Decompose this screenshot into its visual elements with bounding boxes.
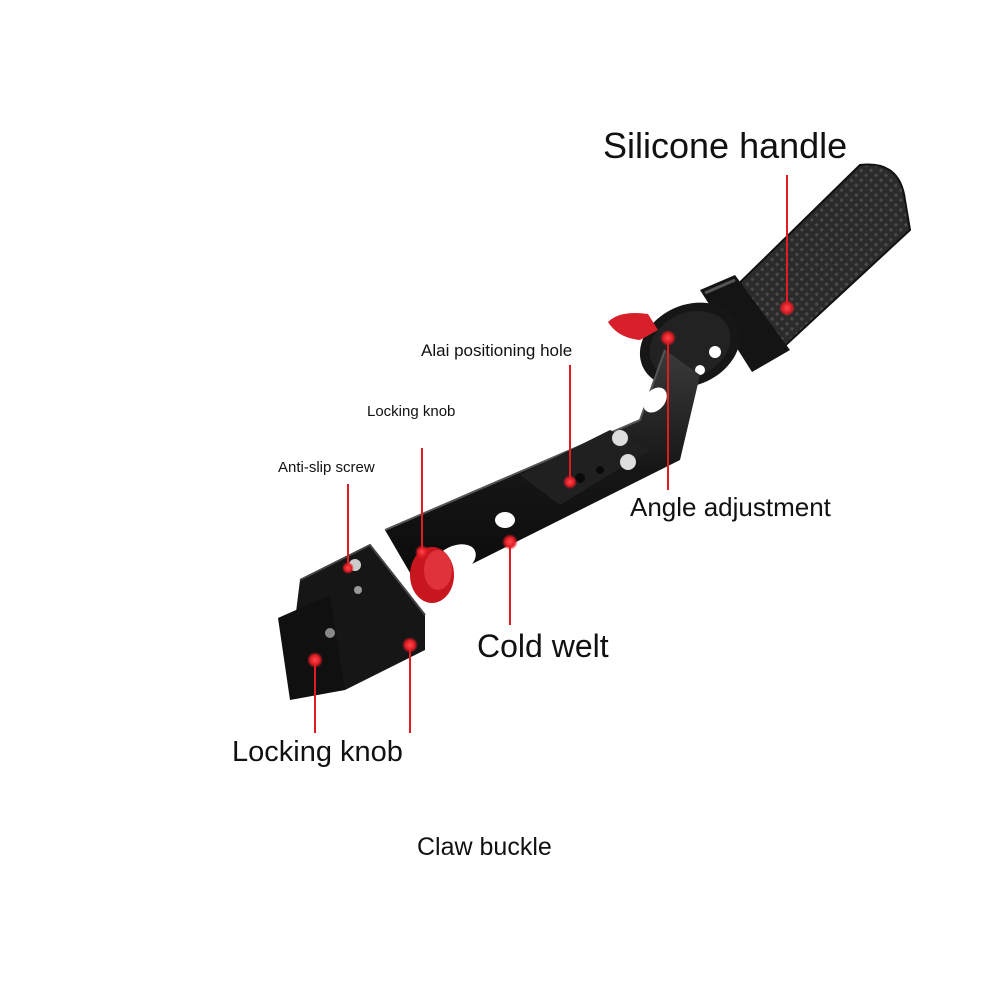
red-locking-knob — [410, 547, 454, 603]
label-silicone-handle: Silicone handle — [603, 125, 848, 166]
label-claw-buckle: Claw buckle — [417, 833, 552, 861]
main-arm — [384, 349, 700, 590]
red-lever-icon — [608, 313, 658, 340]
label-locking-knob-large: Locking knob — [232, 736, 403, 768]
silicone-handle-grip — [700, 163, 912, 372]
label-alai-positioning-hole: Alai positioning hole — [421, 341, 573, 360]
label-cold-welt: Cold welt — [477, 628, 609, 664]
label-anti-slip-screw: Anti-slip screw — [278, 459, 375, 476]
label-angle-adjustment: Angle adjustment — [630, 492, 831, 522]
label-locking-knob-small: Locking knob — [367, 403, 456, 420]
callout-lines — [314, 175, 788, 733]
claw-buckle-clamp — [278, 543, 426, 700]
callout-dots — [307, 300, 795, 668]
